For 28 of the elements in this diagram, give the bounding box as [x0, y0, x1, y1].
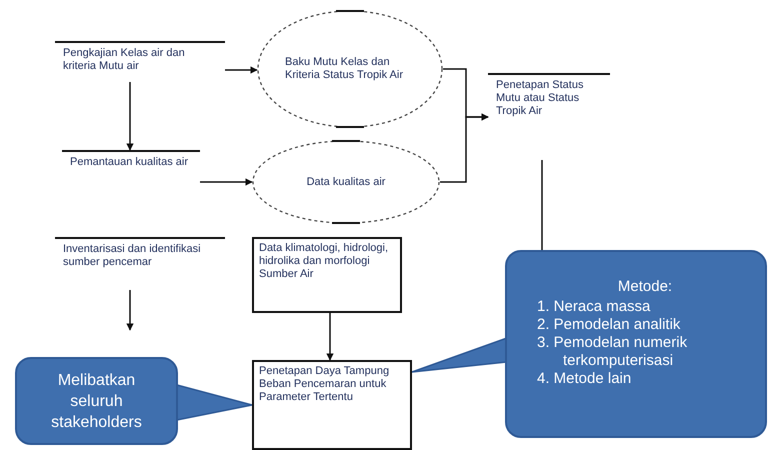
node-text: Data klimatologi, hidrologi, hidrolika dan morfologi Sumber Air — [259, 242, 390, 281]
arrow — [326, 313, 334, 361]
process-ellipse — [257, 10, 443, 128]
callout-bubble — [15, 357, 178, 445]
list-item: 3. Pemodelan numerik terkomputerisasi — [537, 334, 688, 370]
node-text: Baku Mutu Kelas dan Kriteria Status Tropik Air — [284, 56, 404, 82]
list-item: 2. Pemodelan analitik — [537, 316, 682, 334]
process-ellipse — [252, 140, 440, 224]
node-text: Inventarisasi dan identifikasi sumber pencemar — [63, 243, 202, 269]
arrow — [126, 82, 134, 151]
process-box — [252, 360, 412, 450]
node-text: Penetapan Daya Tampung Beban Pencemaran untuk Parameter Tertentu — [259, 365, 390, 404]
node-text: Data kualitas air — [306, 176, 386, 188]
arrow — [440, 113, 489, 183]
node-text: Penetapan Status Mutu atau Status Tropik Air — [496, 79, 584, 118]
callout-heading: Metode: — [616, 278, 674, 296]
callout-pointer — [411, 336, 508, 373]
arrow — [126, 290, 134, 331]
node-text: Melibatkan seluruh stakeholders — [50, 370, 143, 432]
callout-bubble — [505, 250, 767, 438]
process-box — [252, 237, 402, 313]
list-item: 4. Metode lain — [537, 370, 632, 388]
arrow — [200, 178, 253, 186]
node-text: Pengkajian Kelas air dan kriteria Mutu air — [63, 47, 186, 73]
list-item: 1. Neraca massa — [537, 298, 652, 316]
arrow — [225, 66, 258, 74]
node-text: Pemantauan kualitas air — [70, 156, 190, 169]
callout-pointer — [176, 384, 253, 421]
